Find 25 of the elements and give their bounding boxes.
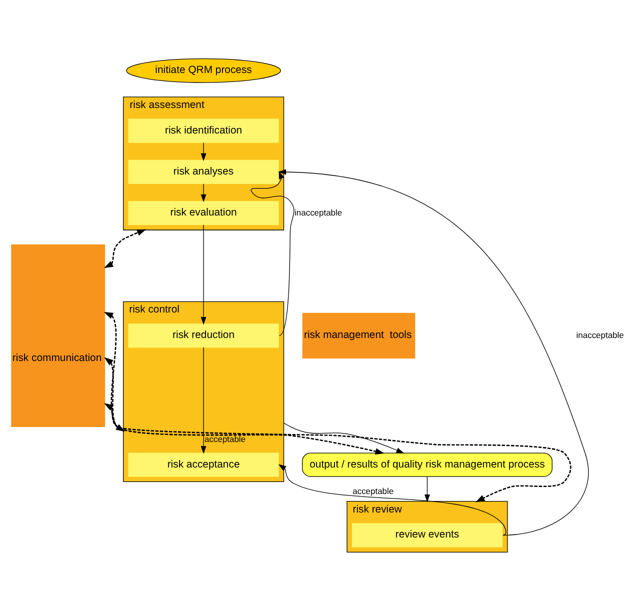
node-box: risk reduction xyxy=(128,323,279,348)
node-box: risk management tools xyxy=(302,312,416,358)
arrow xyxy=(104,356,385,454)
edge-label: inacceptable xyxy=(294,206,342,217)
node-box: review events xyxy=(352,522,503,547)
arrow xyxy=(104,228,146,268)
arrow xyxy=(278,464,506,536)
node-box: risk acceptance xyxy=(128,452,279,476)
node-ellipse: initiate QRM process xyxy=(126,58,281,82)
edge-label: acceptable xyxy=(204,434,246,444)
arrow xyxy=(104,402,572,502)
arrow xyxy=(200,183,206,202)
arrow xyxy=(200,224,206,324)
arrow xyxy=(283,422,404,453)
node-box: risk analyses xyxy=(128,159,279,184)
node-box: output / results of quality risk management process xyxy=(302,452,552,476)
arrow xyxy=(200,346,206,454)
arrow xyxy=(278,168,589,536)
edge-label: inacceptable xyxy=(576,329,624,340)
node-box: risk evaluation xyxy=(128,200,279,225)
node-box: risk communication xyxy=(11,244,106,426)
node-box: risk identification xyxy=(128,118,279,142)
arrow xyxy=(200,142,206,161)
edge-label: acceptable xyxy=(352,485,394,496)
arrow xyxy=(424,476,430,502)
